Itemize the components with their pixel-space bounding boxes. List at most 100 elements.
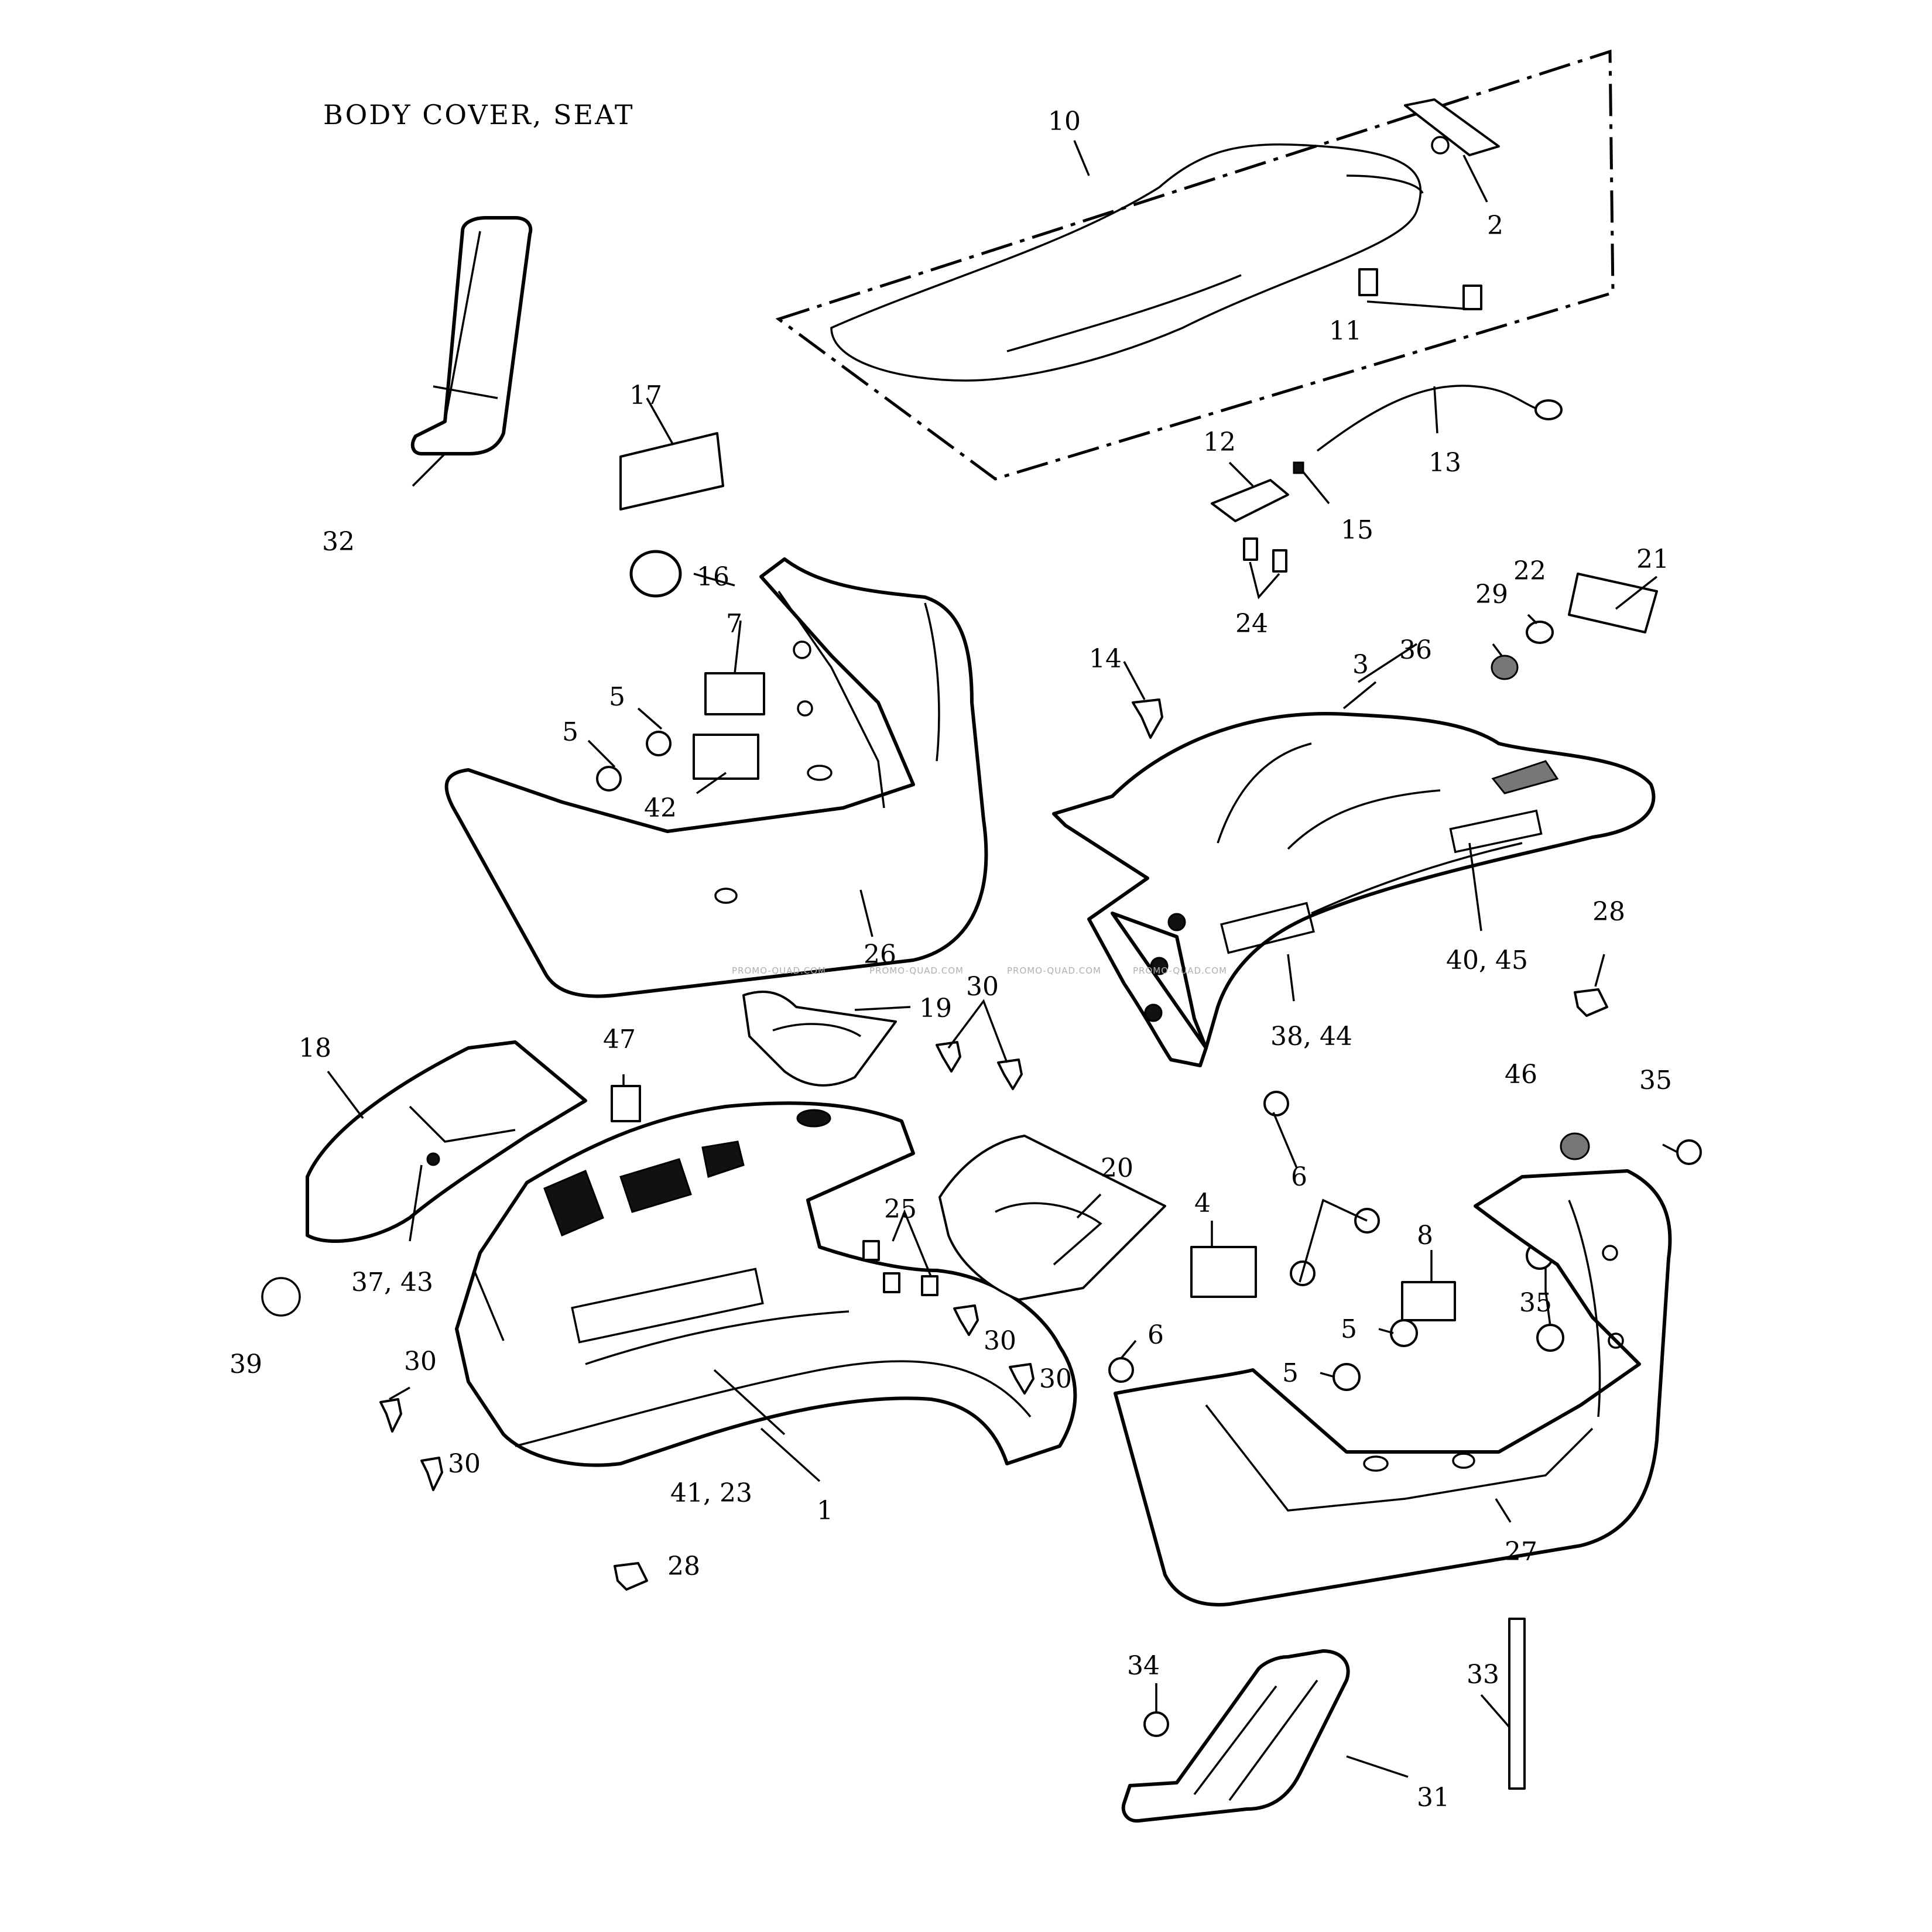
part-30-screw xyxy=(936,1041,961,1073)
watermark-text: PROMO-QUAD.COM xyxy=(1133,965,1227,976)
callout-6-a: 6 xyxy=(1291,1162,1307,1192)
callout-20: 20 xyxy=(1101,1153,1133,1183)
part-30-screw xyxy=(953,1304,979,1336)
callout-8: 8 xyxy=(1417,1221,1433,1251)
callout-3: 3 xyxy=(1352,650,1369,680)
part-46-nut xyxy=(1560,1132,1590,1160)
callout-37-43: 37, 43 xyxy=(351,1268,433,1297)
callout-15: 15 xyxy=(1341,515,1373,545)
callout-13: 13 xyxy=(1429,448,1461,478)
callout-4: 4 xyxy=(1194,1188,1211,1218)
part-26-left-floorboard xyxy=(444,557,988,998)
part-20-fender-insert xyxy=(938,1135,1166,1301)
callout-32: 32 xyxy=(322,527,355,557)
part-21-bracket xyxy=(1568,573,1658,633)
part-seat xyxy=(775,49,1615,481)
part-2-seat-bracket xyxy=(1404,98,1500,156)
callout-11: 11 xyxy=(1329,316,1362,346)
part-30-screw xyxy=(1009,1363,1034,1395)
watermark-text: PROMO-QUAD.COM xyxy=(732,965,826,976)
callout-19: 19 xyxy=(919,994,952,1023)
callout-10: 10 xyxy=(1048,107,1081,136)
callout-30-c: 30 xyxy=(448,1449,481,1479)
part-3-rear-fender xyxy=(1052,712,1656,1067)
callout-26: 26 xyxy=(864,940,896,970)
callout-30-e: 30 xyxy=(1039,1364,1072,1394)
part-31-side-guard xyxy=(1121,1649,1350,1823)
part-30-screw xyxy=(379,1398,402,1433)
callout-39: 39 xyxy=(229,1349,262,1379)
callout-21: 21 xyxy=(1636,544,1669,574)
part-15-clip xyxy=(1293,461,1304,474)
part-14-rivet xyxy=(1132,698,1163,739)
part-33-trim-strip xyxy=(1508,1618,1526,1790)
callout-14: 14 xyxy=(1089,644,1122,674)
part-47-clip xyxy=(611,1085,641,1122)
part-34-screw xyxy=(1143,1711,1169,1737)
part-22-washer xyxy=(1526,621,1554,644)
part-1-front-fender xyxy=(455,1101,1077,1467)
callout-36: 36 xyxy=(1399,635,1432,665)
callout-labels: 10 2 11 13 12 15 24 14 3 36 29 22 21 28 … xyxy=(229,107,1672,1813)
part-5-screw xyxy=(646,731,672,756)
callout-29: 29 xyxy=(1475,580,1508,609)
part-17-cover-plate xyxy=(619,432,724,511)
seat-assembly-frame xyxy=(775,49,1615,481)
part-25-clips xyxy=(862,1240,938,1296)
diagram-title: BODY COVER, SEAT xyxy=(323,99,635,131)
callout-27: 27 xyxy=(1505,1537,1537,1567)
callout-6-b: 6 xyxy=(1147,1320,1164,1350)
part-6-screw xyxy=(1263,1091,1289,1116)
part-29-nut xyxy=(1491,655,1519,680)
callout-28-right: 28 xyxy=(1592,897,1625,927)
part-11-bolts xyxy=(1358,268,1482,310)
seat-cushion-edge xyxy=(1346,174,1424,194)
callout-18: 18 xyxy=(299,1033,331,1063)
part-8-label xyxy=(1401,1281,1456,1321)
seat-cushion xyxy=(830,143,1422,382)
part-35-screw xyxy=(1536,1324,1564,1352)
part-6-screw xyxy=(1108,1357,1134,1383)
callout-25: 25 xyxy=(884,1194,917,1224)
part-16-grommet xyxy=(629,550,682,598)
callout-5-c: 5 xyxy=(1341,1314,1357,1344)
part-30-screw xyxy=(997,1059,1023,1090)
part-32-side-guard xyxy=(410,216,533,455)
callout-46: 46 xyxy=(1505,1060,1537,1090)
callout-24: 24 xyxy=(1235,609,1268,639)
callout-31: 31 xyxy=(1417,1783,1450,1813)
callout-34: 34 xyxy=(1127,1651,1160,1681)
callout-40-45: 40, 45 xyxy=(1446,946,1528,975)
part-28-screw xyxy=(1574,988,1608,1017)
part-13-seat-lock-cable xyxy=(1316,385,1563,452)
callout-12: 12 xyxy=(1203,427,1236,457)
callout-2: 2 xyxy=(1487,211,1503,241)
part-24-bolts xyxy=(1243,537,1287,573)
callout-30-d: 30 xyxy=(984,1326,1016,1356)
part-4-label xyxy=(1190,1246,1257,1298)
watermark-text: PROMO-QUAD.COM xyxy=(869,965,964,976)
part-39-cap xyxy=(261,1277,301,1317)
part-5-screw xyxy=(1390,1319,1418,1347)
part-27-right-floorboard xyxy=(1114,1169,1672,1606)
callout-5-b: 5 xyxy=(562,717,578,747)
callout-22: 22 xyxy=(1513,556,1546,586)
part-28-screw xyxy=(614,1562,648,1591)
watermark-text: PROMO-QUAD.COM xyxy=(1007,965,1101,976)
part-35-screw xyxy=(1676,1139,1702,1165)
callout-1: 1 xyxy=(817,1496,833,1526)
callout-47: 47 xyxy=(603,1025,636,1054)
part-5-screw xyxy=(596,766,622,792)
seat-cushion-seam xyxy=(1006,274,1242,352)
part-30-screw xyxy=(420,1457,443,1491)
part-19-fender-insert xyxy=(742,991,897,1087)
leader-lines xyxy=(327,140,1678,1778)
callout-17: 17 xyxy=(629,381,662,410)
callout-35-b: 35 xyxy=(1519,1288,1552,1318)
callout-35-a: 35 xyxy=(1639,1066,1672,1095)
part-12-seat-latch xyxy=(1211,479,1289,522)
callout-30-b: 30 xyxy=(404,1347,437,1376)
part-7-label xyxy=(704,672,765,715)
callout-42: 42 xyxy=(644,793,677,823)
